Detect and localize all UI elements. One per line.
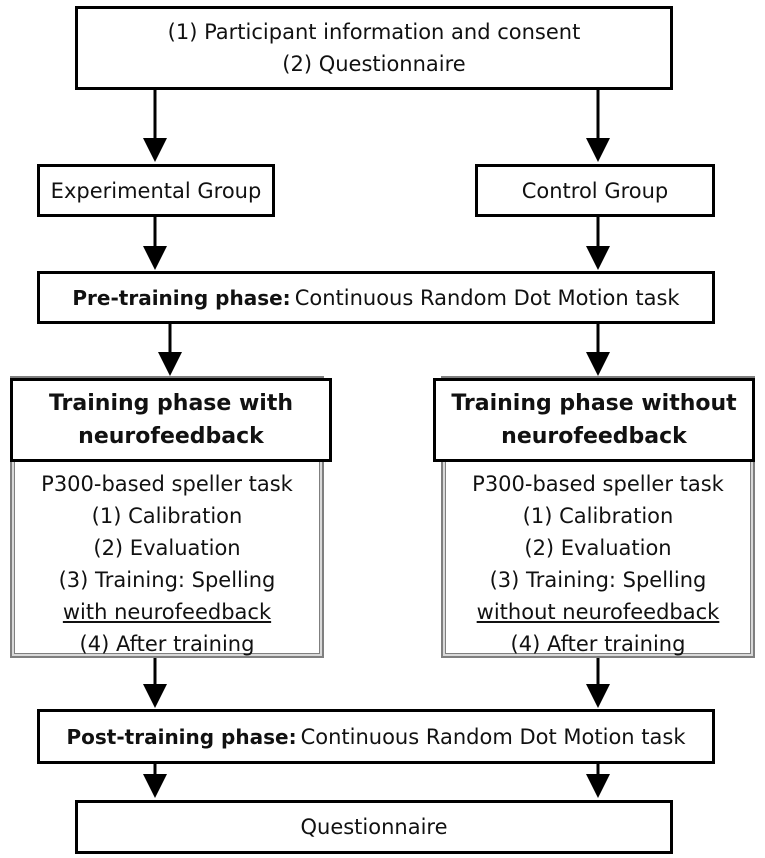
- training-nf-title-line2: neurofeedback: [78, 424, 264, 449]
- pre-training-label: Pre-training phase:: [72, 285, 291, 310]
- experimental-group-box: Experimental Group: [37, 164, 275, 217]
- control-group-box: Control Group: [475, 164, 715, 217]
- questionnaire-line: (2) Questionnaire: [282, 52, 466, 76]
- training-nf-title-box: Training phase with neurofeedback: [10, 378, 332, 462]
- training-no-nf-step4: (4) After training: [510, 632, 686, 656]
- training-no-nf-title-line2: neurofeedback: [501, 424, 687, 449]
- experimental-group-label: Experimental Group: [50, 178, 262, 203]
- pre-training-task: Continuous Random Dot Motion task: [294, 285, 680, 310]
- training-no-nf-step1: (1) Calibration: [522, 504, 674, 528]
- consent-box: (1) Participant information and consent …: [75, 6, 673, 90]
- pre-training-box: Pre-training phase: Continuous Random Do…: [37, 271, 715, 324]
- post-training-task: Continuous Random Dot Motion task: [300, 724, 686, 749]
- training-nf-step3a: (3) Training: Spelling: [58, 568, 276, 592]
- training-no-nf-steps: P300-based speller task (1) Calibration …: [441, 468, 755, 660]
- training-no-nf-task: P300-based speller task: [472, 472, 724, 496]
- training-nf-step4: (4) After training: [79, 632, 255, 656]
- training-no-nf-step3a: (3) Training: Spelling: [489, 568, 707, 592]
- final-questionnaire-label: Questionnaire: [300, 815, 448, 839]
- training-no-nf-step3b: without neurofeedback: [476, 600, 720, 624]
- training-no-nf-title-line1: Training phase without: [451, 391, 737, 416]
- consent-line: (1) Participant information and consent: [167, 20, 581, 44]
- post-training-box: Post-training phase: Continuous Random D…: [37, 709, 715, 764]
- training-nf-steps: P300-based speller task (1) Calibration …: [10, 468, 324, 660]
- training-nf-task: P300-based speller task: [41, 472, 293, 496]
- training-nf-step1: (1) Calibration: [91, 504, 243, 528]
- training-nf-title-line1: Training phase with: [48, 391, 294, 416]
- control-group-label: Control Group: [521, 178, 669, 203]
- training-no-nf-title-box: Training phase without neurofeedback: [433, 378, 755, 462]
- final-questionnaire-box: Questionnaire: [75, 800, 673, 854]
- training-nf-step2: (2) Evaluation: [93, 536, 241, 560]
- training-nf-step3b: with neurofeedback: [62, 600, 272, 624]
- training-no-nf-step2: (2) Evaluation: [524, 536, 672, 560]
- post-training-label: Post-training phase:: [66, 724, 297, 749]
